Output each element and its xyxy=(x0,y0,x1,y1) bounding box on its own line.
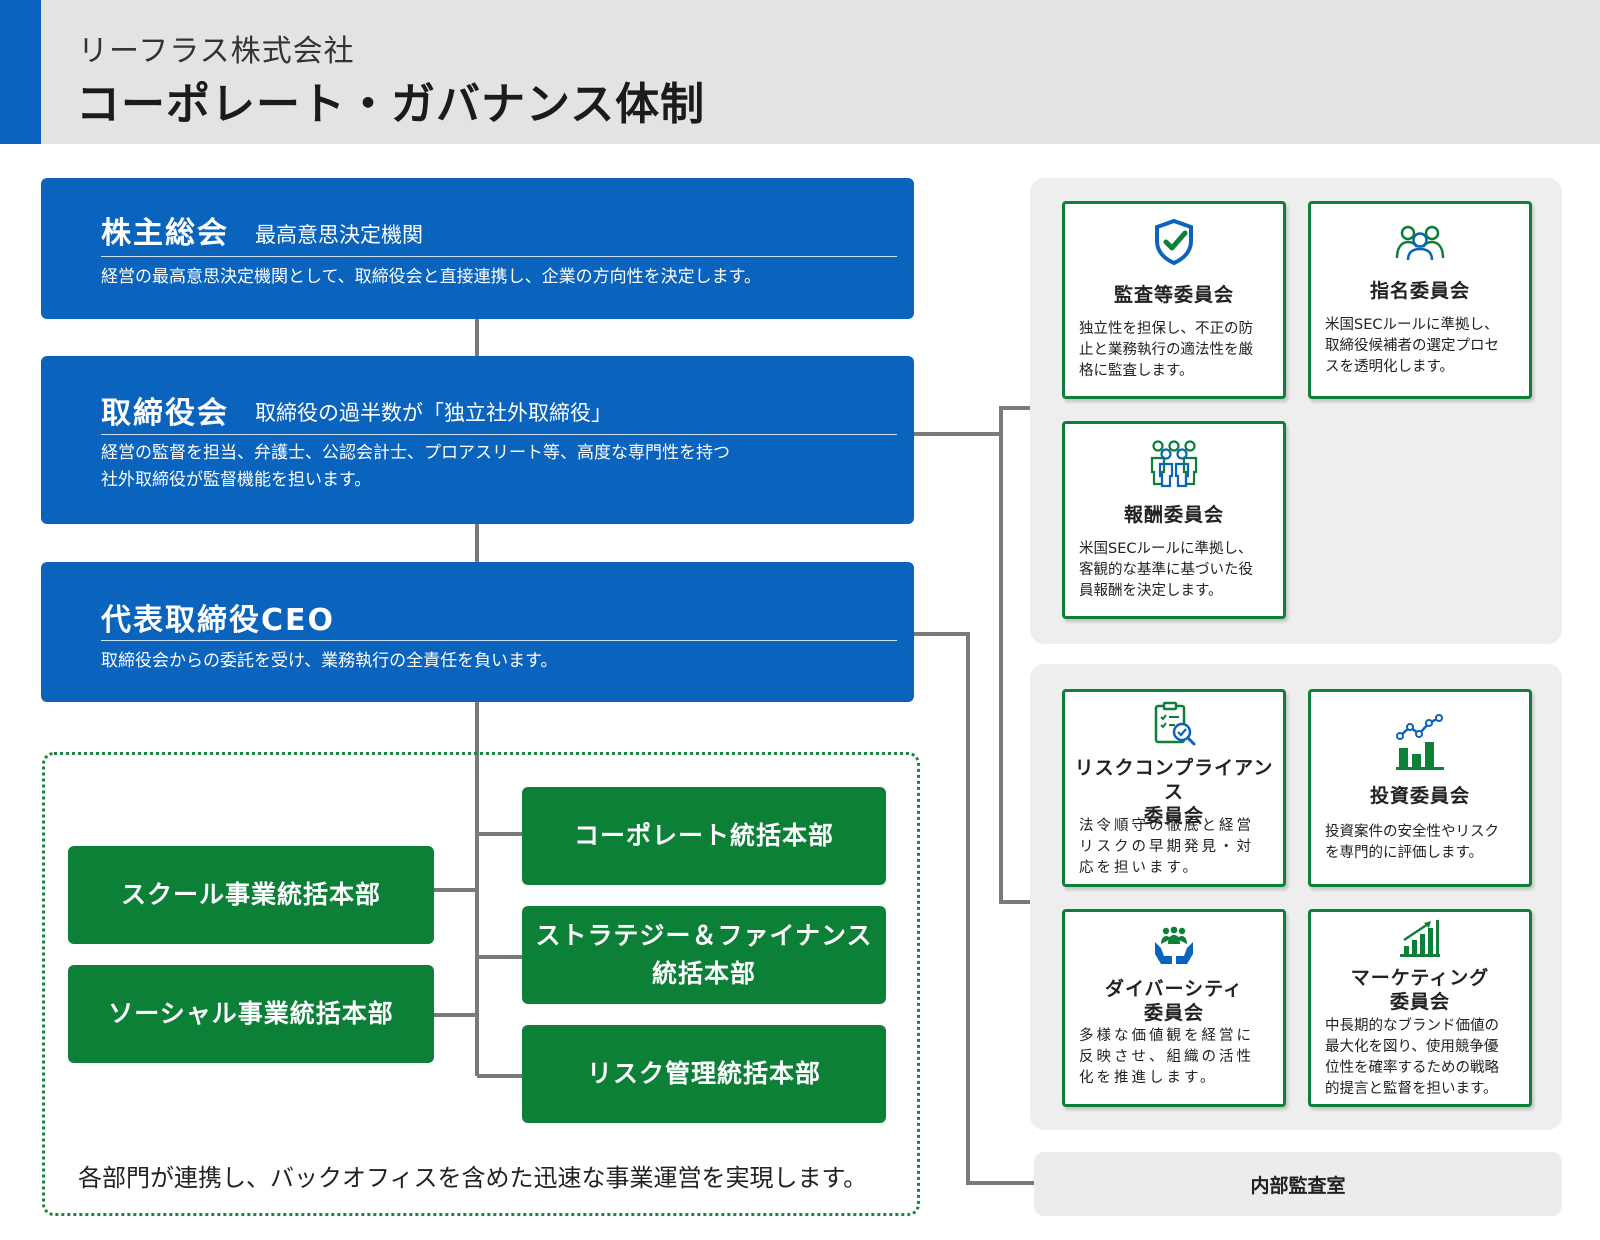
team-icon xyxy=(1065,438,1283,488)
shield-check-icon xyxy=(1065,218,1283,266)
board-subtitle: 取締役の過半数が「独立社外取締役」 xyxy=(255,401,612,425)
connector-ceo-departments xyxy=(475,702,479,1076)
marketing-committee-title: マーケティング 委員会 xyxy=(1350,967,1490,1013)
growth-chart-icon xyxy=(1311,714,1529,772)
ceo-box: 代表取締役CEO 取締役会からの委託を受け、業務執行の全責任を負います。 xyxy=(41,562,914,702)
internal-audit-label: 内部監査室 xyxy=(1250,1174,1346,1197)
dept-strategy-label-line-1: ストラテジー＆ファイナンス xyxy=(535,921,873,950)
dept-school-label: スクール事業統括本部 xyxy=(120,880,381,909)
dept-social-label: ソーシャル事業統括本部 xyxy=(108,999,394,1028)
people-group-icon xyxy=(1311,222,1529,262)
ceo-title: 代表取締役CEO xyxy=(101,603,336,638)
dept-school: スクール事業統括本部 xyxy=(68,846,434,944)
diversity-committee-title: ダイバーシティ 委員会 xyxy=(1104,978,1244,1024)
investment-committee-description: 投資案件の安全性やリスク を専門的に評価します。 xyxy=(1325,824,1499,861)
nomination-committee-title: 指名委員会 xyxy=(1369,280,1470,302)
internal-audit-office: 内部監査室 xyxy=(1034,1152,1562,1216)
shareholders-description: 経営の最高意思決定機関として、取締役会と直接連携し、企業の方向性を決定します。 xyxy=(101,267,761,287)
audit-committee-title: 監査等委員会 xyxy=(1113,284,1234,306)
audit-committee-description: 独立性を担保し、不正の防 止と業務執行の適法性を厳 格に監査します。 xyxy=(1079,321,1253,379)
nomination-committee-description: 米国SECルールに準拠し、 取締役候補者の選定プロセ スを透明化します。 xyxy=(1325,317,1499,375)
company-name: リーフラス株式会社 xyxy=(78,34,355,69)
header-accent xyxy=(0,0,41,144)
shareholders-subtitle: 最高意思決定機関 xyxy=(255,223,423,247)
connector-board-ceo xyxy=(475,524,479,562)
header-bar xyxy=(0,0,1600,144)
compensation-committee-title: 報酬委員会 xyxy=(1123,504,1224,526)
connector-board-panel-top xyxy=(999,406,1035,410)
connector-dept-social xyxy=(434,1013,477,1017)
shareholders-title: 株主総会 xyxy=(101,216,229,251)
risk-compliance-committee-card: リスクコンプライアンス 委員会 法令順守の徹底と経営 リスクの早期発見・対 応を… xyxy=(1062,689,1286,887)
dept-social: ソーシャル事業統括本部 xyxy=(68,965,434,1063)
marketing-committee-card: マーケティング 委員会 中長期的なブランド価値の 最大化を図り、使用競争優 位性… xyxy=(1308,909,1532,1107)
investment-committee-title: 投資委員会 xyxy=(1369,785,1470,807)
board-of-directors-box: 取締役会 取締役の過半数が「独立社外取締役」 経営の監督を担当、弁護士、公認会計… xyxy=(41,356,914,524)
connector-ceo-audit-h xyxy=(913,632,970,636)
board-description-line-2: 社外取締役が監督機能を担います。 xyxy=(101,470,372,490)
diversity-committee-description: 多様な価値観を経営に 反映させ、組織の活性 化を推進します。 xyxy=(1079,1028,1254,1086)
page-title: コーポレート・ガバナンス体制 xyxy=(76,79,706,130)
board-divider xyxy=(101,434,897,435)
connector-committees-v xyxy=(999,406,1003,904)
departments-container xyxy=(42,752,920,1216)
dept-strategy-finance: ストラテジー＆ファイナンス 統括本部 xyxy=(522,906,886,1004)
dept-strategy-label-line-2: 統括本部 xyxy=(651,959,756,988)
clipboard-check-icon xyxy=(1065,700,1283,748)
bar-chart-icon xyxy=(1311,918,1529,960)
connector-shareholders-board xyxy=(475,318,479,356)
ceo-description: 取締役会からの委託を受け、業務執行の全責任を負います。 xyxy=(101,651,558,671)
connector-board-committees-h xyxy=(913,432,1003,436)
risk-compliance-committee-description: 法令順守の徹底と経営 リスクの早期発見・対 応を担います。 xyxy=(1079,818,1254,876)
shareholders-meeting-box: 株主総会 最高意思決定機関 経営の最高意思決定機関として、取締役会と直接連携し、… xyxy=(41,178,914,319)
dept-corporate-label: コーポレート統括本部 xyxy=(573,821,834,850)
connector-ceo-audit-end xyxy=(966,1181,1034,1185)
compensation-committee-card: 報酬委員会 米国SECルールに準拠し、 客観的な基準に基づいた役 員報酬を決定し… xyxy=(1062,421,1286,619)
connector-dept-school xyxy=(434,888,477,892)
dept-risk-label: リスク管理統括本部 xyxy=(586,1059,821,1088)
compensation-committee-description: 米国SECルールに準拠し、 客観的な基準に基づいた役 員報酬を決定します。 xyxy=(1079,541,1253,599)
nomination-committee-card: 指名委員会 米国SECルールに準拠し、 取締役候補者の選定プロセ スを透明化しま… xyxy=(1308,201,1532,399)
diversity-hands-icon xyxy=(1065,926,1283,966)
dept-risk-management: リスク管理統括本部 xyxy=(522,1025,886,1123)
board-description-line-1: 経営の監督を担当、弁護士、公認会計士、プロアスリート等、高度な専門性を持つ xyxy=(101,443,730,463)
marketing-committee-description: 中長期的なブランド価値の 最大化を図り、使用競争優 位性を確率するための戦略 的… xyxy=(1325,1018,1499,1097)
dept-corporate: コーポレート統括本部 xyxy=(522,787,886,885)
connector-dept-strategy xyxy=(477,955,523,959)
shareholders-divider xyxy=(101,256,897,257)
diversity-committee-card: ダイバーシティ 委員会 多様な価値観を経営に 反映させ、組織の活性 化を推進しま… xyxy=(1062,909,1286,1107)
departments-note: 各部門が連携し、バックオフィスを含めた迅速な事業運営を実現します。 xyxy=(78,1164,868,1192)
risk-compliance-committee-title: リスクコンプライアンス 委員会 xyxy=(1074,757,1274,827)
board-title: 取締役会 xyxy=(101,396,229,431)
connector-exec-panel-bottom xyxy=(999,900,1035,904)
audit-committee-card: 監査等委員会 独立性を担保し、不正の防 止と業務執行の適法性を厳 格に監査します… xyxy=(1062,201,1286,399)
investment-committee-card: 投資委員会 投資案件の安全性やリスク を専門的に評価します。 xyxy=(1308,689,1532,887)
connector-dept-corporate xyxy=(477,832,523,836)
ceo-divider xyxy=(101,640,897,641)
connector-dept-risk xyxy=(477,1074,523,1078)
connector-ceo-audit-v xyxy=(966,632,970,1185)
